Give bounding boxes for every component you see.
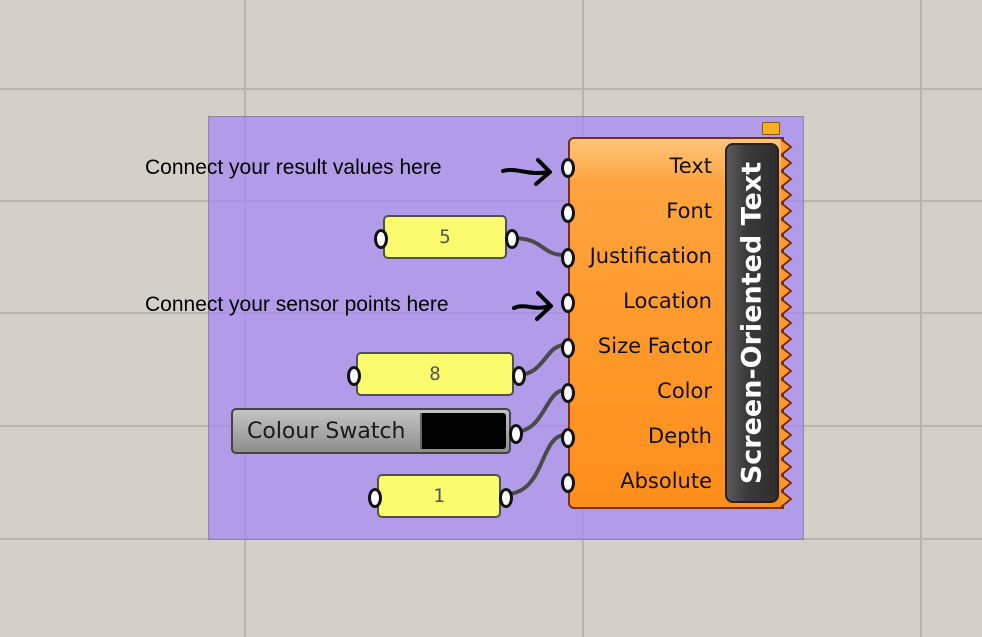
panel-output-grip[interactable]	[505, 229, 519, 249]
input-location[interactable]: Location	[623, 289, 712, 313]
input-size-factor[interactable]: Size Factor	[597, 334, 712, 358]
number-panel-justification[interactable]: 5	[383, 215, 507, 259]
input-font[interactable]: Font	[666, 199, 712, 223]
panel-value: 8	[429, 363, 441, 385]
input-grip-font[interactable]	[561, 203, 575, 223]
annotation-sensor-points: Connect your sensor points here	[145, 293, 449, 316]
grid-line	[920, 0, 922, 637]
input-grip-color[interactable]	[561, 383, 575, 403]
input-grip-justification[interactable]	[561, 248, 575, 268]
colour-swatch[interactable]: Colour Swatch	[231, 408, 511, 454]
input-text[interactable]: Text	[669, 154, 712, 178]
wire-justification	[510, 236, 567, 257]
input-grip-size-factor[interactable]	[561, 338, 575, 358]
input-absolute[interactable]: Absolute	[620, 469, 712, 493]
panel-value: 1	[433, 485, 445, 507]
input-grip-text[interactable]	[561, 158, 575, 178]
swatch-color-box[interactable]	[420, 413, 506, 449]
arrow-icon	[512, 291, 553, 321]
panel-output-grip[interactable]	[512, 366, 526, 386]
component-title: Screen-Oriented Text	[736, 161, 768, 485]
number-panel-size-factor[interactable]: 8	[356, 352, 514, 396]
swatch-label: Colour Swatch	[247, 419, 406, 444]
grid-line	[0, 88, 982, 90]
panel-output-grip[interactable]	[499, 488, 513, 508]
component-zigzag-edge	[781, 138, 793, 508]
panel-input-grip[interactable]	[368, 488, 382, 508]
panel-input-grip[interactable]	[347, 366, 361, 386]
panel-input-grip[interactable]	[374, 229, 388, 249]
panel-value: 5	[439, 226, 451, 248]
wire-color	[512, 388, 567, 434]
input-grip-depth[interactable]	[561, 428, 575, 448]
number-panel-depth[interactable]: 1	[377, 474, 501, 518]
swatch-output-grip[interactable]	[509, 424, 523, 444]
input-justification[interactable]: Justification	[589, 244, 712, 268]
preview-flag-icon[interactable]	[762, 122, 780, 135]
annotation-result-values: Connect your result values here	[145, 156, 442, 179]
input-grip-location[interactable]	[561, 293, 575, 313]
input-depth[interactable]: Depth	[648, 424, 712, 448]
arrow-icon	[501, 158, 552, 186]
wire-depth	[504, 433, 567, 496]
screen-oriented-text-component[interactable]: Text Font Justification Location Size Fa…	[561, 137, 784, 509]
input-grip-absolute[interactable]	[561, 473, 575, 493]
component-title-bar[interactable]: Screen-Oriented Text	[725, 143, 779, 503]
input-color[interactable]: Color	[657, 379, 712, 403]
